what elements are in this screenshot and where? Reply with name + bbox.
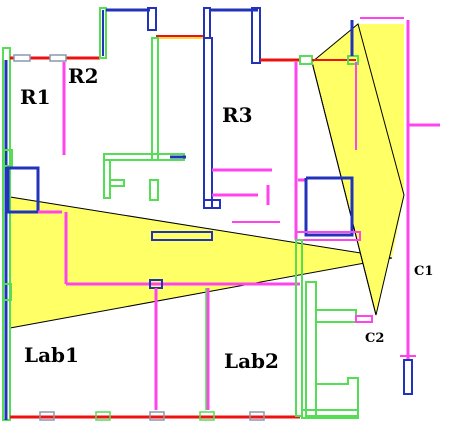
room-label-lab2: Lab2 — [224, 349, 279, 373]
room-label-r1: R1 — [20, 85, 51, 109]
room-label-r2: R2 — [68, 64, 99, 88]
interior-walls — [2, 37, 373, 419]
camera-label-c1: C1 — [414, 264, 433, 279]
outer-walls — [2, 7, 440, 421]
fov-edge — [311, 61, 377, 316]
camera-label-c2: C2 — [365, 331, 384, 346]
room-label-lab1: Lab1 — [24, 343, 79, 367]
room-label-r3: R3 — [222, 103, 253, 127]
